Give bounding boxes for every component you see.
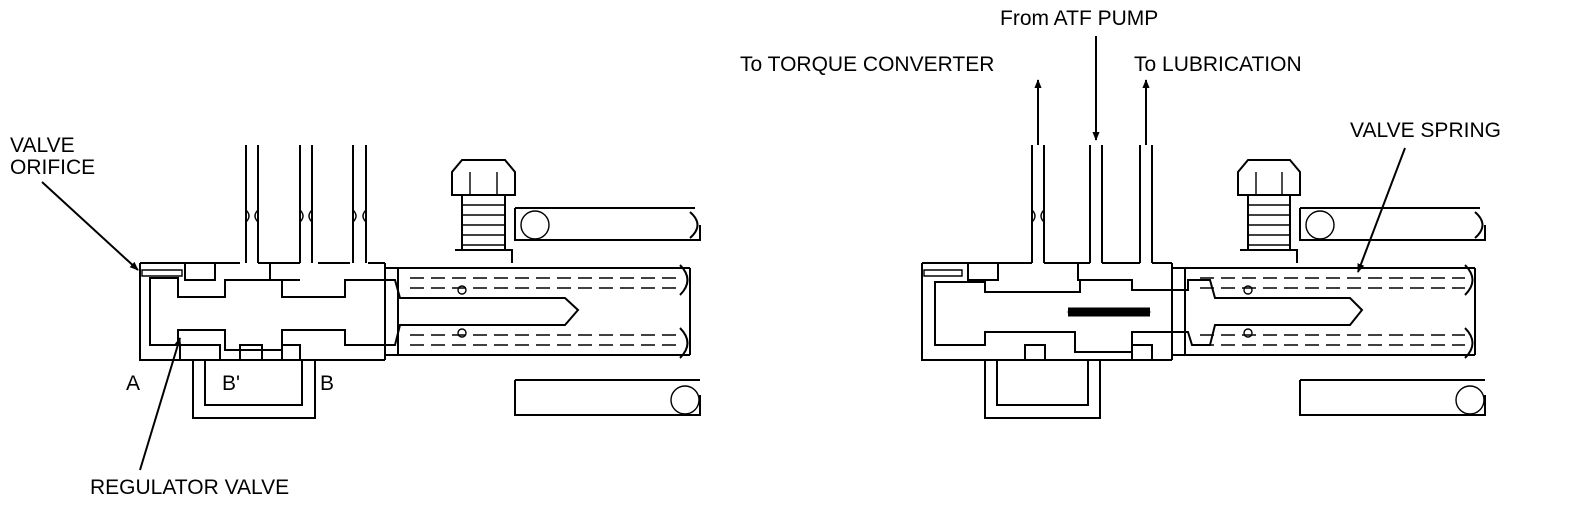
left-valve-spring: [410, 277, 680, 346]
left-ports: [245, 145, 367, 263]
right-upper-cover-end: [1474, 211, 1484, 239]
right-bolt: [1237, 159, 1301, 263]
right-spring-housing: [1171, 263, 1476, 360]
port-a-label: A: [126, 372, 140, 395]
right-upper-cover: [1299, 207, 1486, 241]
right-valve-assembly: [921, 145, 1486, 419]
right-bolt-flats: [1255, 172, 1283, 195]
right-valve-spring: [1200, 277, 1465, 346]
left-lower-passage: [192, 360, 316, 419]
valve-orifice-leader: [41, 181, 139, 271]
left-spring-housing: [384, 263, 691, 360]
left-bolt: [451, 159, 516, 263]
to-torque-converter-label: To TORQUE CONVERTER: [740, 53, 994, 76]
left-spring-end: [679, 264, 689, 359]
regulator-valve-label: REGULATOR VALVE: [90, 476, 289, 499]
valve-spring-label: VALVE SPRING: [1350, 119, 1501, 142]
left-valve-orifice: [141, 269, 183, 277]
right-upper-roller: [1305, 210, 1335, 240]
left-upper-cover-end: [689, 211, 699, 239]
right-lower-passage: [984, 360, 1101, 419]
right-port-restrictor: [1031, 209, 1045, 223]
right-bolt-thread: [1248, 204, 1290, 246]
left-lower-cover: [514, 379, 701, 416]
left-upper-cover: [514, 207, 701, 241]
left-lower-lands: [179, 344, 301, 360]
from-atf-pump-label: From ATF PUMP: [1000, 7, 1158, 30]
left-lower-roller: [670, 385, 700, 415]
right-spring-end: [1464, 264, 1474, 359]
to-lubrication-label: To LUBRICATION: [1134, 53, 1302, 76]
regulator-valve-leader: [139, 337, 182, 471]
right-upper-lands: [967, 263, 1112, 281]
left-port-restrictors: [245, 209, 367, 223]
left-bolt-flats: [469, 172, 498, 195]
left-valve-assembly: [139, 145, 701, 419]
valve-orifice-label-line1: VALVE: [10, 134, 75, 157]
port-b-prime-label: B': [222, 372, 240, 395]
right-lower-roller: [1455, 385, 1485, 415]
left-spring-coil-top: [457, 285, 467, 295]
right-valve-body: [921, 262, 1172, 361]
valve-spring-leader: [1357, 147, 1406, 273]
left-upper-roller: [520, 210, 550, 240]
right-spring-coil-bottom: [1243, 328, 1253, 338]
left-upper-lands: [184, 263, 300, 281]
left-spring-coil-bottom: [457, 328, 467, 338]
right-valve-orifice: [923, 269, 963, 277]
left-valve-body: [139, 262, 385, 361]
valve-orifice-label-line2: ORIFICE: [10, 156, 95, 179]
right-valve-spool: [934, 279, 1364, 353]
right-spring-coil-top: [1243, 285, 1253, 295]
right-lower-cover: [1299, 379, 1486, 416]
port-b-label: B: [320, 372, 334, 395]
right-ports: [1031, 145, 1153, 263]
left-valve-spool: [149, 277, 580, 351]
left-bolt-thread: [462, 204, 505, 246]
